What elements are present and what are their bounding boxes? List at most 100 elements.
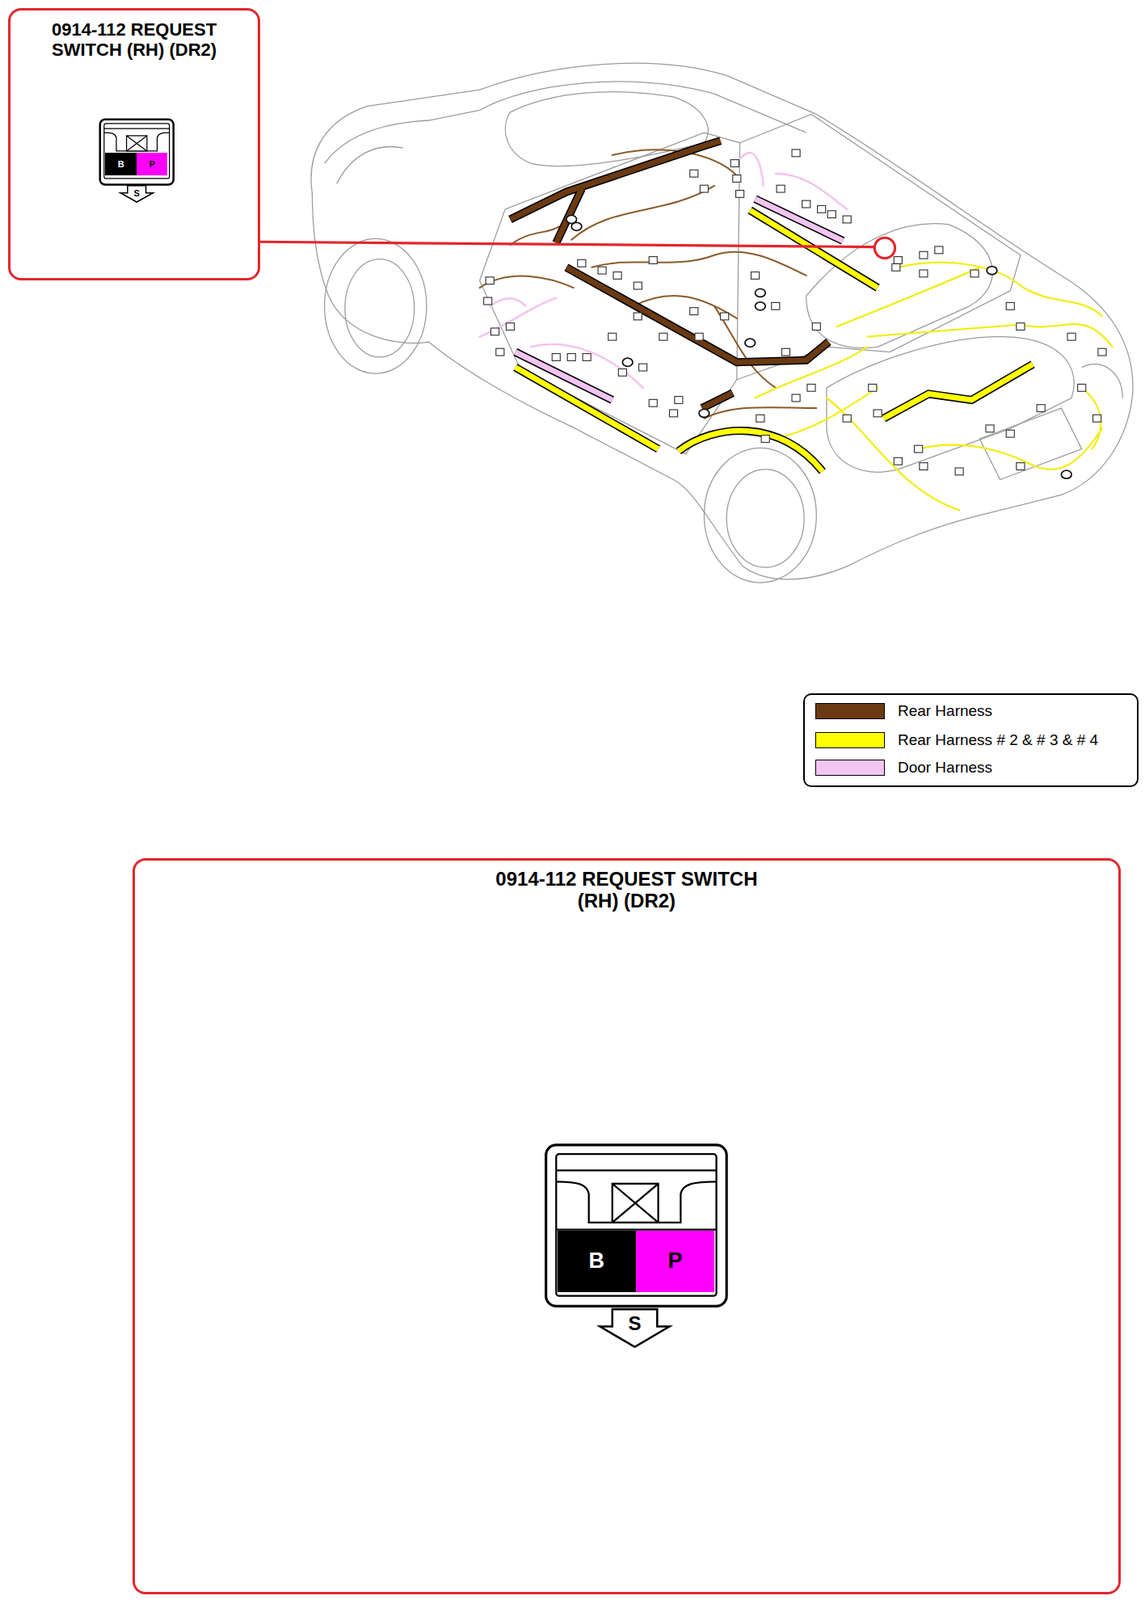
connector-block bbox=[690, 307, 699, 316]
front-wheel-rim bbox=[345, 259, 415, 358]
connector-block bbox=[567, 353, 576, 362]
icon-inner bbox=[104, 123, 170, 179]
icon-latch bbox=[104, 132, 170, 152]
roof-line bbox=[479, 81, 807, 133]
connector-block bbox=[970, 269, 979, 278]
connector-block bbox=[868, 383, 877, 392]
yellow-wire bbox=[918, 428, 1103, 470]
harness-outline bbox=[515, 367, 659, 450]
connector-icon-small bbox=[100, 119, 174, 203]
art-part bbox=[755, 262, 1113, 511]
rear-harness bbox=[509, 140, 720, 219]
connector-block bbox=[934, 246, 943, 254]
harness-outline bbox=[749, 210, 878, 288]
yellow-wire bbox=[867, 324, 1112, 347]
terminal-side-mark: S bbox=[134, 189, 140, 198]
connector-block bbox=[807, 383, 816, 392]
rear-wheel-rim bbox=[726, 469, 805, 568]
icon-cross bbox=[126, 135, 148, 152]
terminal-cell: B bbox=[557, 1230, 636, 1293]
connector-block bbox=[496, 348, 505, 356]
legend-swatch bbox=[815, 732, 885, 749]
front-lamp bbox=[336, 147, 404, 185]
connector-block bbox=[892, 263, 901, 271]
terminal-arrow bbox=[120, 185, 153, 203]
main-harnesses bbox=[509, 140, 1033, 472]
rear-harness-3 bbox=[678, 430, 823, 472]
yellow-wire bbox=[775, 387, 878, 439]
yellow-wire bbox=[1081, 387, 1102, 450]
rear-harness bbox=[702, 392, 733, 409]
connector-block bbox=[893, 256, 902, 265]
connector-block bbox=[699, 185, 708, 193]
icon-inner bbox=[555, 1153, 716, 1297]
connector-block bbox=[812, 323, 821, 331]
callout-title: 0914-112 REQUEST SWITCH (RH) (DR2) bbox=[16, 20, 252, 60]
connector-block bbox=[1006, 302, 1015, 310]
terminal-color: B bbox=[588, 1248, 605, 1274]
connectors bbox=[484, 149, 1107, 476]
terminal-cell: P bbox=[635, 1230, 715, 1293]
car-body bbox=[311, 63, 1133, 580]
legend-row: Rear Harness bbox=[804, 702, 993, 720]
grommet bbox=[755, 302, 767, 311]
connector-block bbox=[914, 445, 923, 453]
icon-latch bbox=[555, 1181, 716, 1223]
art-part bbox=[479, 152, 848, 388]
connector-block bbox=[893, 457, 902, 465]
connector-block bbox=[1006, 429, 1015, 438]
connector-block bbox=[761, 435, 770, 443]
leader-line bbox=[260, 241, 874, 247]
connector-block bbox=[919, 251, 928, 259]
door-wire bbox=[775, 173, 847, 210]
connector-block bbox=[484, 297, 493, 305]
connector-block bbox=[577, 259, 586, 267]
grommet bbox=[986, 266, 998, 275]
door-wire bbox=[489, 298, 526, 306]
connector-block bbox=[613, 272, 622, 280]
callout-box: 0914-112 REQUEST SWITCH (RH) (DR2)BP bbox=[8, 8, 261, 281]
rear-harness bbox=[555, 189, 582, 244]
terminal-color: P bbox=[148, 159, 155, 169]
legend-text: Door Harness bbox=[897, 758, 993, 777]
grommet bbox=[1060, 470, 1072, 479]
connector-block bbox=[639, 363, 648, 371]
location-circle bbox=[874, 237, 895, 258]
connector-block bbox=[582, 353, 591, 362]
connector-block bbox=[955, 467, 964, 476]
connector-block bbox=[648, 256, 657, 265]
terminal-cell: P bbox=[136, 152, 168, 176]
wheels bbox=[324, 238, 817, 583]
connector-block bbox=[756, 414, 765, 422]
connector-block bbox=[694, 332, 703, 341]
connector-block bbox=[597, 266, 607, 274]
icon-frame bbox=[546, 1145, 728, 1307]
yellow-wire bbox=[897, 262, 1103, 317]
harness-outline bbox=[509, 140, 720, 219]
rear-harness-4 bbox=[884, 364, 1033, 419]
door-harness bbox=[755, 198, 844, 241]
grommet bbox=[698, 408, 710, 417]
connector-block bbox=[791, 394, 800, 402]
front-wheel bbox=[324, 238, 427, 374]
door-harness bbox=[515, 352, 613, 400]
thin-wires bbox=[479, 149, 1113, 510]
icon-lock bbox=[126, 135, 148, 152]
rear-harness bbox=[566, 267, 830, 363]
connector-block bbox=[736, 190, 745, 198]
connector-block bbox=[781, 348, 790, 356]
connector-block bbox=[751, 272, 760, 280]
connector-block bbox=[490, 328, 499, 336]
legend-swatch bbox=[815, 759, 885, 776]
connector-block bbox=[1016, 323, 1025, 331]
rear-wire bbox=[571, 185, 715, 240]
legend-swatch bbox=[815, 702, 885, 720]
icon-cross bbox=[612, 1183, 659, 1223]
connector-block bbox=[1067, 332, 1076, 341]
connector-block bbox=[720, 312, 729, 320]
grommet bbox=[566, 214, 577, 224]
legend-text: Rear Harness bbox=[897, 702, 993, 720]
